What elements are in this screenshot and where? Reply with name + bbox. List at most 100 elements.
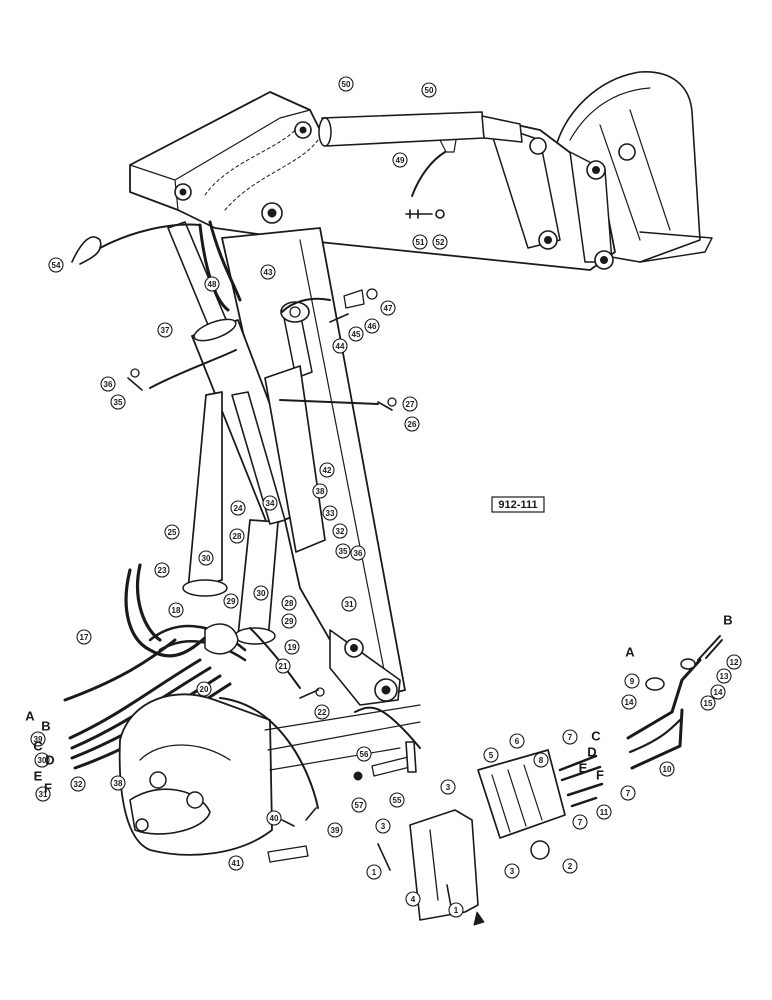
callout-circle xyxy=(351,797,367,813)
part-callout-1: 1 xyxy=(366,864,382,880)
port-letter-B: B xyxy=(41,719,50,734)
callout-circle xyxy=(319,462,335,478)
part-callout-40: 40 xyxy=(266,810,282,826)
callout-circle xyxy=(260,264,276,280)
part-callout-3: 3 xyxy=(504,863,520,879)
leader-arrows xyxy=(99,151,446,809)
callout-circle xyxy=(332,338,348,354)
callout-number: 20 xyxy=(200,685,209,694)
callout-circle xyxy=(70,776,86,792)
port-letter-E: E xyxy=(34,769,43,784)
part-callout-51: 51 xyxy=(412,234,428,250)
callout-circle xyxy=(350,545,366,561)
callout-number: 40 xyxy=(270,814,279,823)
callout-number: 3 xyxy=(446,783,451,792)
callout-circle xyxy=(110,775,126,791)
callout-number: 55 xyxy=(393,796,402,805)
callout-circle xyxy=(620,785,636,801)
callout-circle xyxy=(375,818,391,834)
part-callout-6: 6 xyxy=(509,733,525,749)
callout-circle xyxy=(204,276,220,292)
swing-cylinders xyxy=(182,391,286,645)
part-callout-30: 30 xyxy=(253,585,269,601)
callout-circle xyxy=(405,891,421,907)
part-callout-3: 3 xyxy=(375,818,391,834)
callout-number: 56 xyxy=(360,750,369,759)
callout-circle xyxy=(110,394,126,410)
callout-number: 47 xyxy=(384,304,393,313)
callout-number: 28 xyxy=(233,532,242,541)
callout-circle xyxy=(76,629,92,645)
callout-number: 33 xyxy=(326,509,335,518)
callout-number: 35 xyxy=(339,547,348,556)
callout-circle xyxy=(266,810,282,826)
part-callout-37: 37 xyxy=(157,322,173,338)
part-callout-14: 14 xyxy=(621,694,637,710)
callout-number: 30 xyxy=(257,589,266,598)
callout-circle xyxy=(448,902,464,918)
callout-number: 26 xyxy=(408,420,417,429)
callout-circle xyxy=(389,792,405,808)
port-letter-C: C xyxy=(33,739,43,754)
callout-circle xyxy=(262,495,278,511)
part-callout-49: 49 xyxy=(392,152,408,168)
part-callout-14: 14 xyxy=(710,684,726,700)
callout-circle xyxy=(483,747,499,763)
callout-circle xyxy=(659,761,675,777)
callout-number: 51 xyxy=(416,238,425,247)
callout-circle xyxy=(364,318,380,334)
callout-number: 7 xyxy=(568,733,573,742)
part-callout-56: 56 xyxy=(356,746,372,762)
callout-number: 54 xyxy=(52,261,61,270)
callout-circle xyxy=(509,733,525,749)
callout-circle xyxy=(322,505,338,521)
callout-circle xyxy=(34,752,50,768)
callout-number: 28 xyxy=(285,599,294,608)
callout-number: 3 xyxy=(510,867,515,876)
callout-number: 36 xyxy=(104,380,113,389)
callout-number: 12 xyxy=(730,658,739,667)
callout-number: 31 xyxy=(345,600,354,609)
part-callout-5: 5 xyxy=(483,747,499,763)
callout-number: 6 xyxy=(515,737,520,746)
port-letter-F: F xyxy=(596,768,604,783)
part-callout-50: 50 xyxy=(338,76,354,92)
port-letter-A: A xyxy=(625,645,635,660)
part-callout-42: 42 xyxy=(319,462,335,478)
part-callout-28: 28 xyxy=(281,595,297,611)
part-callout-23: 23 xyxy=(154,562,170,578)
callout-number: 50 xyxy=(342,80,351,89)
part-callout-29: 29 xyxy=(223,593,239,609)
callout-number: 1 xyxy=(454,906,459,915)
part-callout-17: 17 xyxy=(76,629,92,645)
swing-tower xyxy=(118,623,421,856)
callout-number: 1 xyxy=(372,868,377,877)
callout-number: 14 xyxy=(625,698,634,707)
callout-circle xyxy=(440,779,456,795)
callout-circle xyxy=(281,595,297,611)
callout-circle xyxy=(338,76,354,92)
callout-number: 39 xyxy=(34,735,43,744)
callout-number: 7 xyxy=(626,789,631,798)
callout-number: 50 xyxy=(425,86,434,95)
callout-circle xyxy=(341,596,357,612)
callout-circle xyxy=(196,681,212,697)
callout-circle xyxy=(230,500,246,516)
part-callout-30: 30 xyxy=(34,752,50,768)
part-callout-3: 3 xyxy=(440,779,456,795)
callout-number: 38 xyxy=(114,779,123,788)
part-callout-4: 4 xyxy=(405,891,421,907)
part-callout-9: 9 xyxy=(624,673,640,689)
port-letter-F: F xyxy=(44,781,52,796)
callout-number: 14 xyxy=(714,688,723,697)
callout-circle xyxy=(228,855,244,871)
callout-circle xyxy=(716,668,732,684)
callout-circle xyxy=(30,731,46,747)
part-callout-43: 43 xyxy=(260,264,276,280)
part-callout-28: 28 xyxy=(229,528,245,544)
part-callout-7: 7 xyxy=(572,814,588,830)
callout-circle xyxy=(366,864,382,880)
part-callout-35: 35 xyxy=(110,394,126,410)
callout-circle xyxy=(710,684,726,700)
